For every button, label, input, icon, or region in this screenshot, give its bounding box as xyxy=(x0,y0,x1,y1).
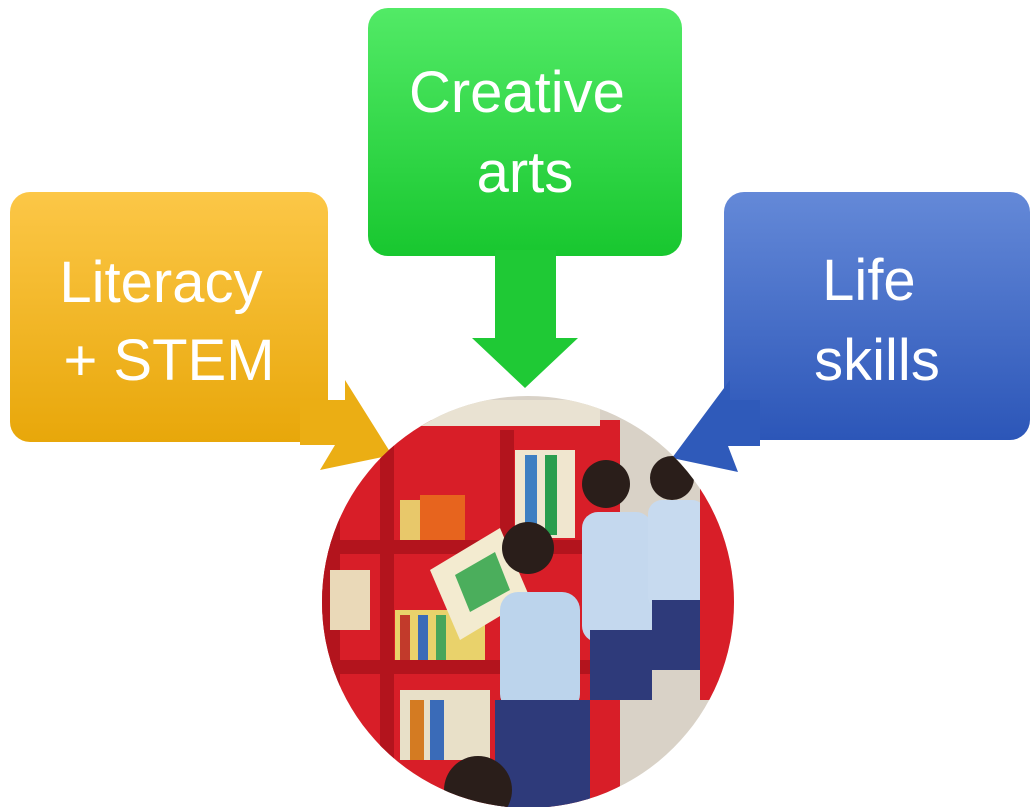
life-skills-line-1: Life xyxy=(822,248,916,313)
life-skills-callout: Life skills xyxy=(672,192,1030,472)
literacy-arrow xyxy=(300,380,392,470)
life-skills-arrow xyxy=(672,380,760,472)
creative-arts-callout: Creative arts xyxy=(368,8,682,388)
life-skills-line-2: skills xyxy=(814,328,940,393)
life-skills-box xyxy=(724,192,1030,440)
literacy-stem-line-1: Literacy xyxy=(59,250,262,315)
literacy-stem-box xyxy=(10,192,328,442)
children-library-photo xyxy=(322,396,734,807)
creative-arts-line-1: Creative xyxy=(409,60,625,125)
svg-text:Life skills: Life skills xyxy=(814,248,940,393)
literacy-stem-callout: Literacy + STEM xyxy=(10,192,392,470)
creative-arts-box xyxy=(368,8,682,256)
literacy-stem-line-2: + STEM xyxy=(63,328,274,393)
creative-arts-line-2: arts xyxy=(477,140,574,205)
svg-text:Creative arts: Creative arts xyxy=(409,60,641,205)
creative-arts-arrow xyxy=(472,250,578,388)
svg-text:Literacy + STEM: Literacy + STEM xyxy=(59,250,278,393)
